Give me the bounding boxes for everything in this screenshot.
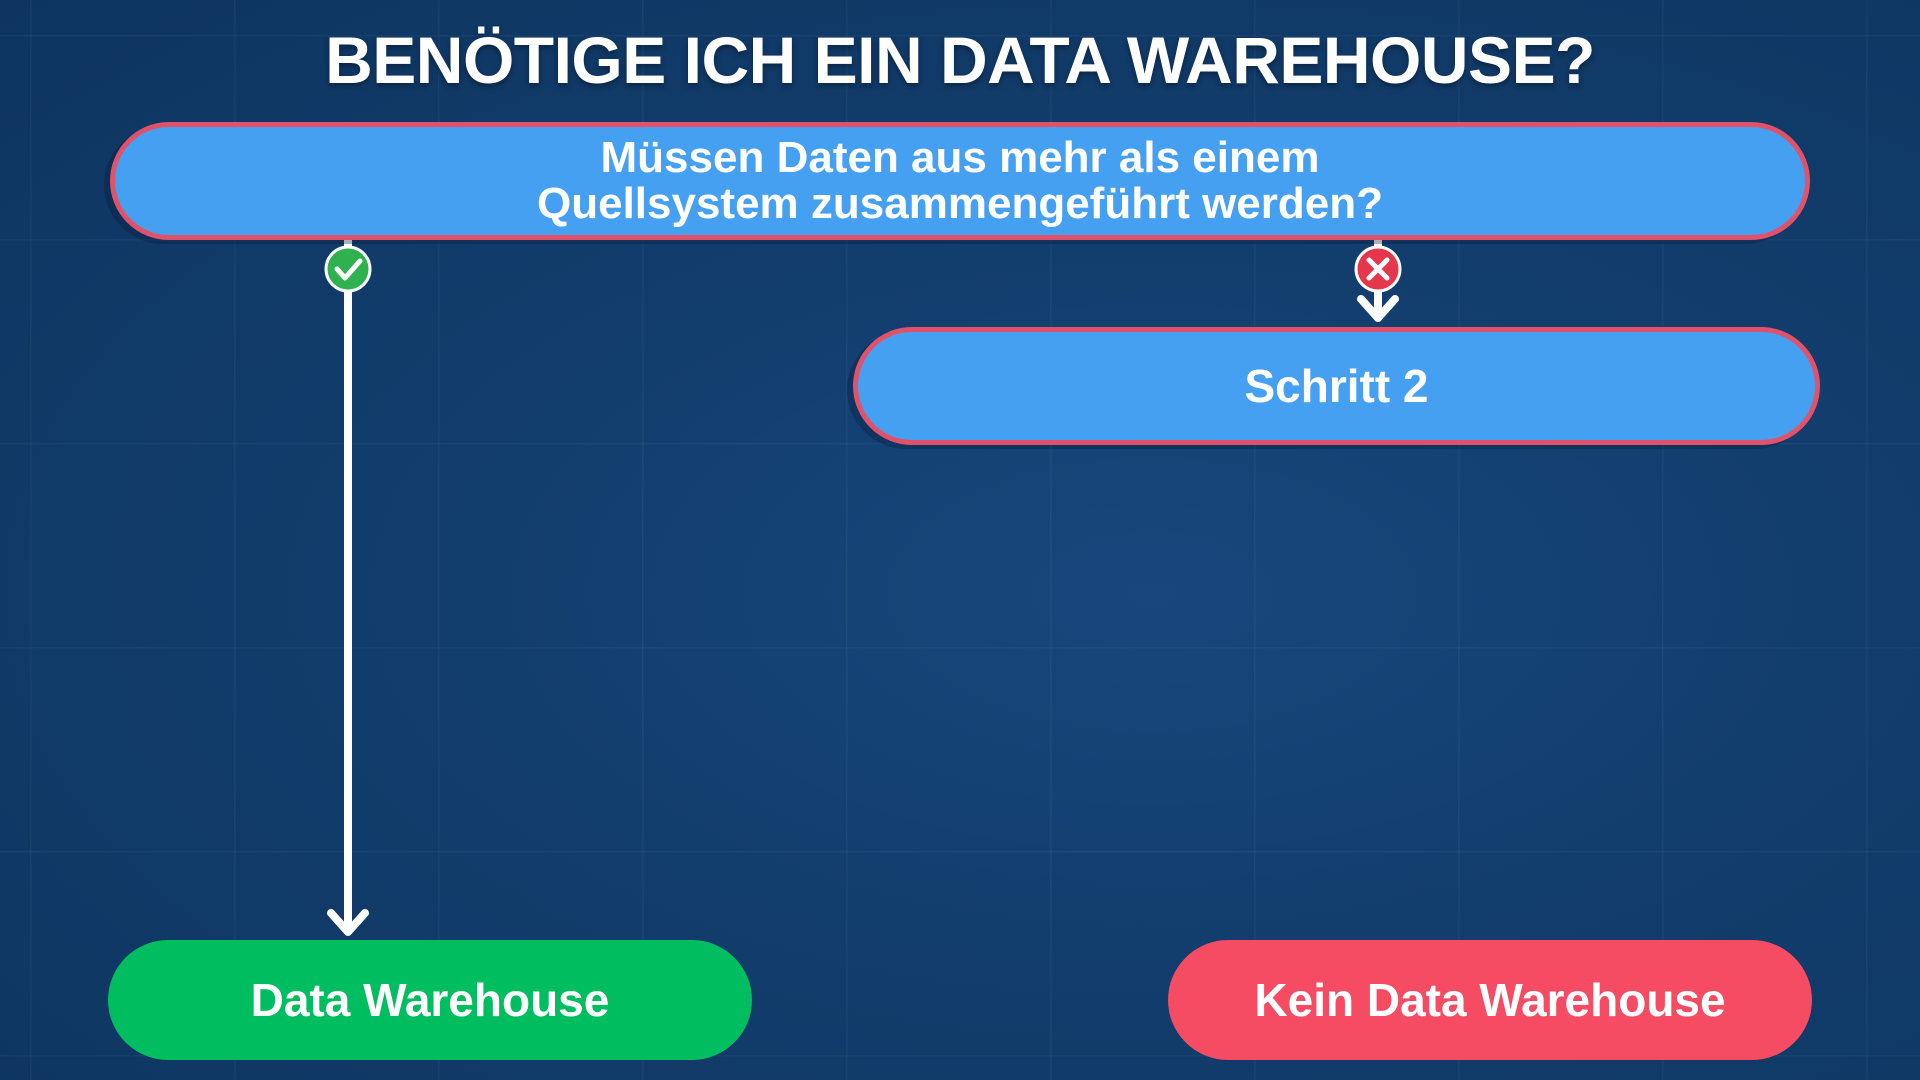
yes-arrowhead (327, 909, 369, 936)
page-title: BENÖTIGE ICH EIN DATA WAREHOUSE? (325, 23, 1595, 97)
result-no-data-warehouse: Kein Data Warehouse (1168, 940, 1812, 1060)
question-node: Müssen Daten aus mehr als einem Quellsys… (110, 122, 1810, 240)
step-2-node: Schritt 2 (853, 327, 1820, 445)
question-line-1: Müssen Daten aus mehr als einem (600, 133, 1320, 182)
x-circle-icon (1354, 245, 1402, 293)
check-circle-icon (324, 245, 372, 293)
question-line-2: Quellsystem zusammengeführt werden? (537, 179, 1383, 228)
result-data-warehouse: Data Warehouse (108, 940, 752, 1060)
no-arrowhead (1357, 295, 1399, 322)
